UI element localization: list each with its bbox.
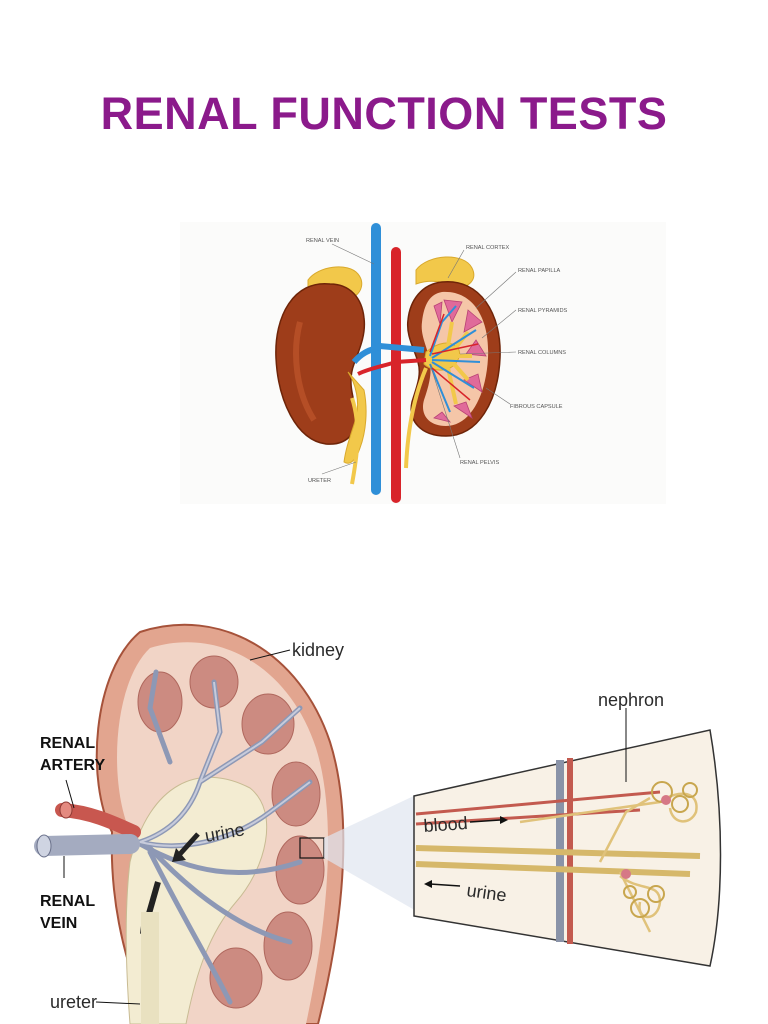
label-renal-artery-line1: RENAL	[40, 735, 95, 752]
label-renal-vein: RENAL VEIN	[306, 238, 339, 244]
label-ureter: ureter	[50, 992, 97, 1012]
renal-vein-vessel	[351, 342, 425, 365]
label-renal-vein-line1: RENAL	[40, 893, 95, 910]
label-renal-cortex: RENAL CORTEX	[466, 245, 509, 251]
label-renal-columns: RENAL COLUMNS	[518, 350, 566, 356]
label-blood: blood	[423, 813, 468, 836]
right-ureter	[404, 367, 428, 469]
renal-vein-tube	[34, 834, 140, 856]
right-adrenal-gland	[415, 256, 475, 289]
label-renal-pelvis: RENAL PELVIS	[460, 460, 499, 466]
label-renal-papilla: RENAL PAPILLA	[518, 268, 561, 274]
label-nephron: nephron	[598, 690, 664, 710]
left-ureter	[350, 397, 360, 485]
label-ureter: URETER	[308, 478, 331, 484]
kidney-anatomy-figure: RENAL VEIN RENAL CORTEX RENAL PAPILLA RE…	[180, 222, 666, 504]
renal-pelvis-area	[125, 776, 268, 1024]
nephron-figure: kidney nephron RENAL ARTERY RENAL VEIN u…	[0, 612, 768, 1024]
renal-artery-vessel	[357, 358, 427, 376]
renal-pyramids	[433, 299, 487, 423]
label-renal-pyramids: RENAL PYRAMIDS	[518, 308, 567, 314]
label-renal-vein-line2: VEIN	[40, 915, 77, 932]
label-fibrous-capsule: FIBROUS CAPSULE	[510, 404, 563, 410]
label-renal-artery-line2: ARTERY	[40, 757, 106, 774]
page-title: RENAL FUNCTION TESTS	[100, 88, 668, 139]
left-kidney	[275, 283, 366, 445]
label-kidney: kidney	[292, 640, 344, 660]
